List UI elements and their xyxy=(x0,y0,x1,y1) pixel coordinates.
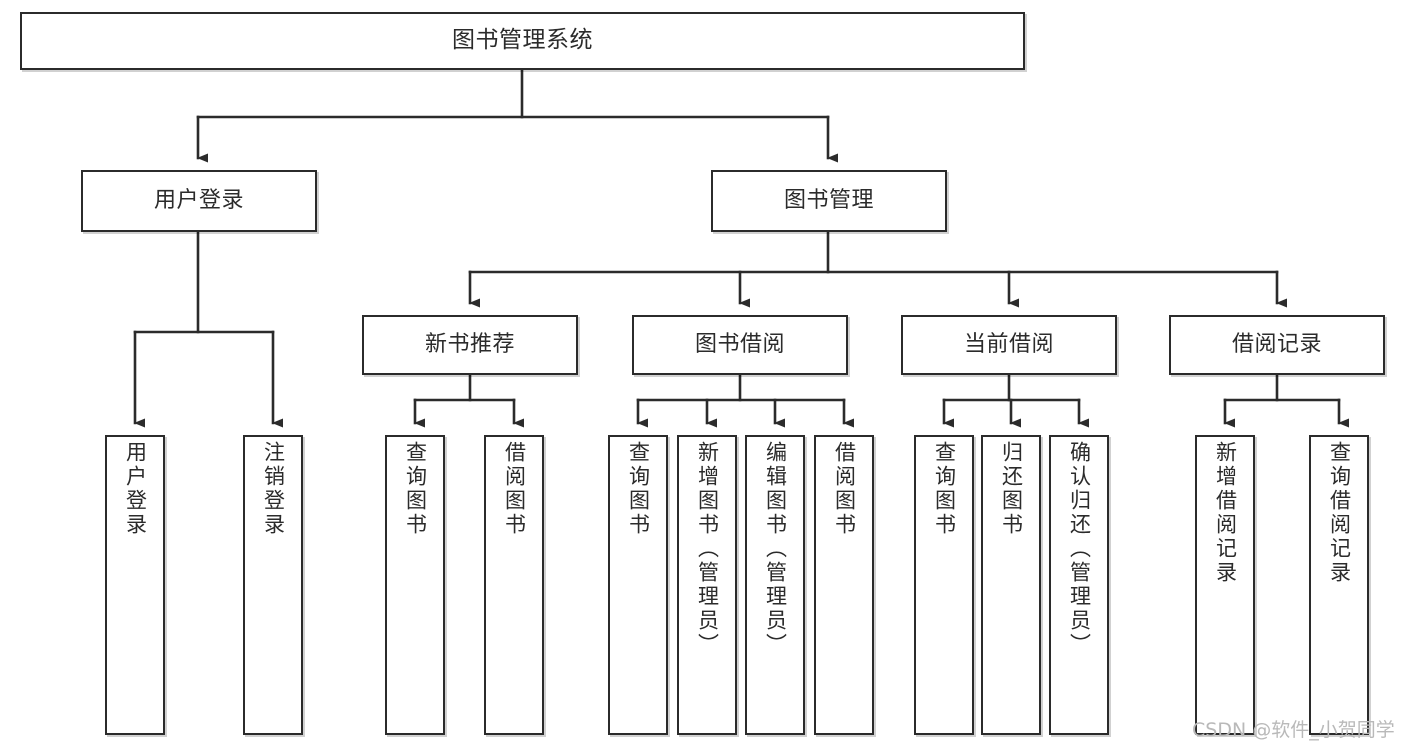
node-leaf-borrow-book-2-label: 借阅图书 xyxy=(832,441,857,537)
node-leaf-query-book-3[interactable]: 查询图书 xyxy=(914,435,974,735)
node-leaf-borrow-book-1-label: 借阅图书 xyxy=(502,441,527,537)
node-leaf-logout-login-label: 注销登录 xyxy=(261,441,286,537)
node-book-management-label: 图书管理 xyxy=(783,188,874,214)
node-book-borrow-label: 图书借阅 xyxy=(694,332,785,358)
node-leaf-add-record[interactable]: 新增借阅记录 xyxy=(1195,435,1255,735)
node-user-login[interactable]: 用户登录 xyxy=(81,170,317,232)
node-leaf-confirm-return-label: 确认归还（管理员） xyxy=(1067,441,1092,657)
node-new-book-recommend-label: 新书推荐 xyxy=(424,332,515,358)
node-leaf-query-book-2[interactable]: 查询图书 xyxy=(608,435,668,735)
node-root[interactable]: 图书管理系统 xyxy=(20,12,1025,70)
node-leaf-query-record[interactable]: 查询借阅记录 xyxy=(1309,435,1369,735)
node-leaf-return-book-label: 归还图书 xyxy=(999,441,1024,537)
node-leaf-user-login[interactable]: 用户登录 xyxy=(105,435,165,735)
node-leaf-logout-login[interactable]: 注销登录 xyxy=(243,435,303,735)
node-borrow-record-label: 借阅记录 xyxy=(1231,332,1322,358)
node-current-borrow-label: 当前借阅 xyxy=(963,332,1054,358)
node-leaf-confirm-return[interactable]: 确认归还（管理员） xyxy=(1049,435,1109,735)
node-new-book-recommend[interactable]: 新书推荐 xyxy=(362,315,578,375)
node-root-label: 图书管理系统 xyxy=(452,27,593,54)
node-leaf-borrow-book-1[interactable]: 借阅图书 xyxy=(484,435,544,735)
node-leaf-add-book[interactable]: 新增图书（管理员） xyxy=(677,435,737,735)
node-leaf-query-record-label: 查询借阅记录 xyxy=(1327,441,1352,585)
node-leaf-query-book-2-label: 查询图书 xyxy=(626,441,651,537)
node-leaf-query-book-1-label: 查询图书 xyxy=(403,441,428,537)
node-book-management[interactable]: 图书管理 xyxy=(711,170,947,232)
node-user-login-label: 用户登录 xyxy=(153,188,244,214)
node-leaf-edit-book[interactable]: 编辑图书（管理员） xyxy=(745,435,805,735)
node-leaf-query-book-3-label: 查询图书 xyxy=(932,441,957,537)
node-leaf-query-book-1[interactable]: 查询图书 xyxy=(385,435,445,735)
node-leaf-add-book-label: 新增图书（管理员） xyxy=(695,441,720,657)
node-leaf-add-record-label: 新增借阅记录 xyxy=(1213,441,1238,585)
node-current-borrow[interactable]: 当前借阅 xyxy=(901,315,1117,375)
node-leaf-return-book[interactable]: 归还图书 xyxy=(981,435,1041,735)
node-leaf-borrow-book-2[interactable]: 借阅图书 xyxy=(814,435,874,735)
node-leaf-edit-book-label: 编辑图书（管理员） xyxy=(763,441,788,657)
node-book-borrow[interactable]: 图书借阅 xyxy=(632,315,848,375)
node-leaf-user-login-label: 用户登录 xyxy=(123,441,148,537)
node-borrow-record[interactable]: 借阅记录 xyxy=(1169,315,1385,375)
